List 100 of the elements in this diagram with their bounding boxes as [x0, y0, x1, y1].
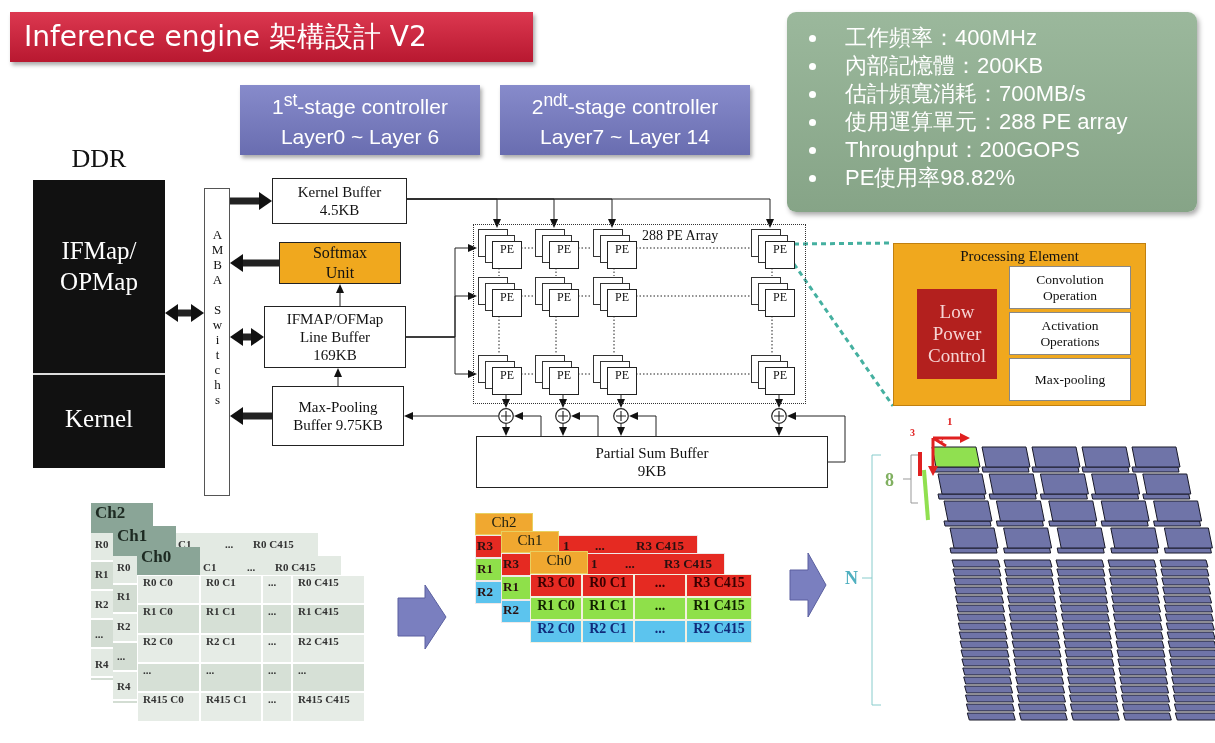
controller-box: 2$^{ndt}$-stage controller Layer7 ~ Layer 14 [500, 85, 750, 155]
pe-stack [593, 277, 637, 317]
buffer-box: Partial Sum Buffer 9KB [476, 436, 828, 488]
pe-stack [751, 355, 795, 395]
pe-box: PE [492, 241, 522, 269]
pe-box: PE [492, 289, 522, 317]
pe-stack [751, 229, 795, 269]
arrow [775, 393, 783, 408]
table-cell: R2 C1 [200, 634, 262, 663]
pe-stack [478, 229, 522, 269]
table-cell: R1 C0 [137, 604, 200, 634]
arrow [571, 412, 599, 437]
arrow [406, 198, 774, 228]
arrow [559, 423, 567, 436]
table-cell: ... [634, 620, 686, 643]
block-heading: DDR [70, 144, 128, 174]
pe-box: PE [765, 367, 795, 395]
table-cell: R1 C415 [292, 604, 365, 634]
table-text: R3 C415 [636, 538, 685, 554]
table-cell: R415 C415 [292, 692, 365, 722]
arrow [230, 254, 279, 272]
table-cell: ... [292, 663, 365, 692]
table-cell: ... [262, 575, 292, 604]
arrow [617, 393, 625, 408]
table-cell: R3 C415 [686, 574, 752, 597]
table-text: R1 [477, 561, 493, 577]
pe-stack [478, 277, 522, 317]
adder-symbol [498, 408, 514, 424]
table-text: C1 [203, 561, 217, 573]
pe-stack [593, 355, 637, 395]
axis-label: 1 [947, 416, 953, 427]
table-text: R1 [503, 579, 519, 595]
tab-label: Ch0 [530, 551, 588, 574]
arrow [502, 423, 510, 436]
table-cell: R415 C1 [200, 692, 262, 722]
list-item: PE使用率98.82% [845, 164, 1015, 192]
table-cell: ... [634, 597, 686, 620]
pe-stack [535, 229, 579, 269]
arrow [629, 412, 657, 437]
table-cell: R2 C1 [582, 620, 634, 643]
pe-stack [593, 229, 637, 269]
arrow [404, 412, 499, 420]
table-text: R2 [95, 598, 109, 610]
arrow [230, 407, 272, 425]
adder-symbol [771, 408, 787, 424]
arrow [514, 412, 542, 437]
table-text: 1 [563, 538, 570, 554]
table-cell: R2 C0 [137, 634, 200, 663]
table-text: R1 [95, 568, 109, 580]
arrow [230, 192, 272, 210]
table-text: R0 [95, 538, 109, 550]
bus-bar [204, 188, 230, 496]
block-label: IFMap/ OPMap [59, 236, 139, 298]
controller-box: 1$^{st}$-stage controller Layer0 ~ Layer 6 [240, 85, 480, 155]
table-cell: R2 C415 [292, 634, 365, 663]
operation-box: Activation Operations [1009, 312, 1131, 355]
frame-heading: 288 PE Array [642, 228, 719, 244]
table-text: ... [117, 650, 126, 662]
table-cell: ... [200, 663, 262, 692]
table-text: R1 [117, 590, 131, 602]
panel-heading: Processing Element [959, 248, 1080, 265]
table-cell: R0 C415 [292, 575, 365, 604]
arrow [334, 368, 342, 387]
arrow [405, 336, 477, 378]
arrow [336, 284, 344, 307]
pe-box: PE [607, 241, 637, 269]
arrow [230, 328, 264, 346]
list-item: 內部記憶體：200KB [845, 52, 1044, 80]
table-cell: R1 C0 [530, 597, 582, 620]
table-cell: R2 C0 [530, 620, 582, 643]
element-panel [893, 243, 1146, 406]
info-panel [787, 12, 1197, 212]
adder-symbol [613, 408, 629, 424]
table-cell: R0 C0 [137, 575, 200, 604]
table-cell: ... [262, 663, 292, 692]
table-text: ... [95, 628, 104, 640]
buffer-box: Kernel Buffer 4.5KB [272, 178, 407, 224]
pe-stack [535, 355, 579, 395]
title-banner: Inference engine 架構設計 V2 [10, 12, 533, 62]
table-cell: R415 C0 [137, 692, 200, 722]
table-cell: R2 C415 [686, 620, 752, 643]
pe-box: PE [765, 241, 795, 269]
pe-box: PE [765, 289, 795, 317]
table-cell: R0 C1 [200, 575, 262, 604]
pe-box: PE [607, 367, 637, 395]
table-text: ... [595, 538, 605, 554]
list-item: 使用運算單元：288 PE array [845, 108, 1128, 136]
softmax-box: Softmax Unit [279, 242, 401, 284]
block-label: Kernel [64, 405, 134, 433]
list-item: 工作頻率：400MHz [845, 24, 1037, 52]
table-cell: ... [262, 692, 292, 722]
table-text: R2 [503, 602, 519, 618]
table-text: R4 [95, 658, 109, 670]
arrow [617, 423, 625, 436]
table-text: R3 [477, 538, 493, 554]
pe-box: PE [549, 367, 579, 395]
list-item: Throughput：200GOPS [845, 136, 1080, 164]
table-cell: ... [634, 574, 686, 597]
table-cell: R1 C1 [582, 597, 634, 620]
axis-label: N [845, 569, 858, 587]
